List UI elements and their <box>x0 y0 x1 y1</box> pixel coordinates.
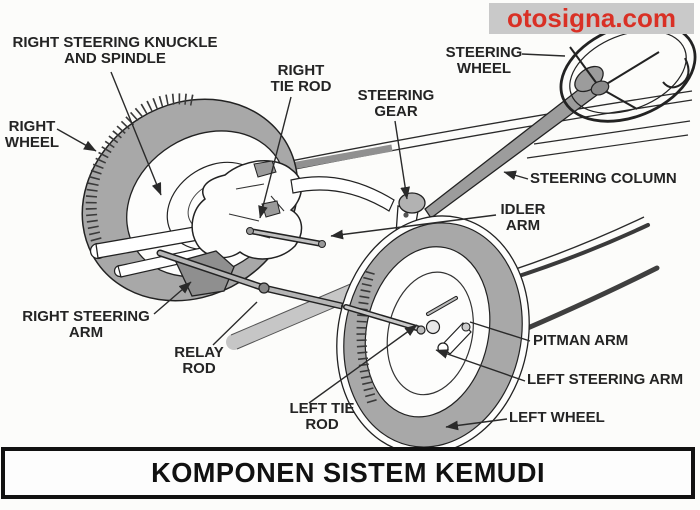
label-left-steering-arm: LEFT STEERING ARM <box>527 371 684 388</box>
leader-lines <box>56 53 566 431</box>
left-wheel-drawing <box>336 215 530 455</box>
label-left-wheel: LEFT WHEEL <box>509 409 605 426</box>
label-relay-rod: RELAY ROD <box>174 344 224 377</box>
caption-title: KOMPONEN SISTEM KEMUDI <box>151 457 545 488</box>
label-right-wheel: RIGHT WHEEL <box>4 118 60 151</box>
label-left-tie-rod: LEFT TIE ROD <box>289 400 355 433</box>
label-right-steering-arm: RIGHT STEERING ARM <box>22 308 150 341</box>
label-steering-column: STEERING COLUMN <box>530 170 677 187</box>
otosigna-watermark: otosigna.com <box>489 3 694 34</box>
label-right-tie-rod: RIGHT TIE ROD <box>270 62 332 95</box>
label-steering-wheel: STEERING WHEEL <box>445 44 523 77</box>
label-steering-gear: STEERING GEAR <box>357 87 435 120</box>
label-idler-arm: IDLER ARM <box>500 201 546 234</box>
steering-linkage-drawing <box>89 159 426 313</box>
label-right-steering-knuckle: RIGHT STEERING KNUCKLE AND SPINDLE <box>12 34 218 67</box>
caption-box: KOMPONEN SISTEM KEMUDI <box>1 447 695 499</box>
label-pitman-arm: PITMAN ARM <box>533 332 629 349</box>
